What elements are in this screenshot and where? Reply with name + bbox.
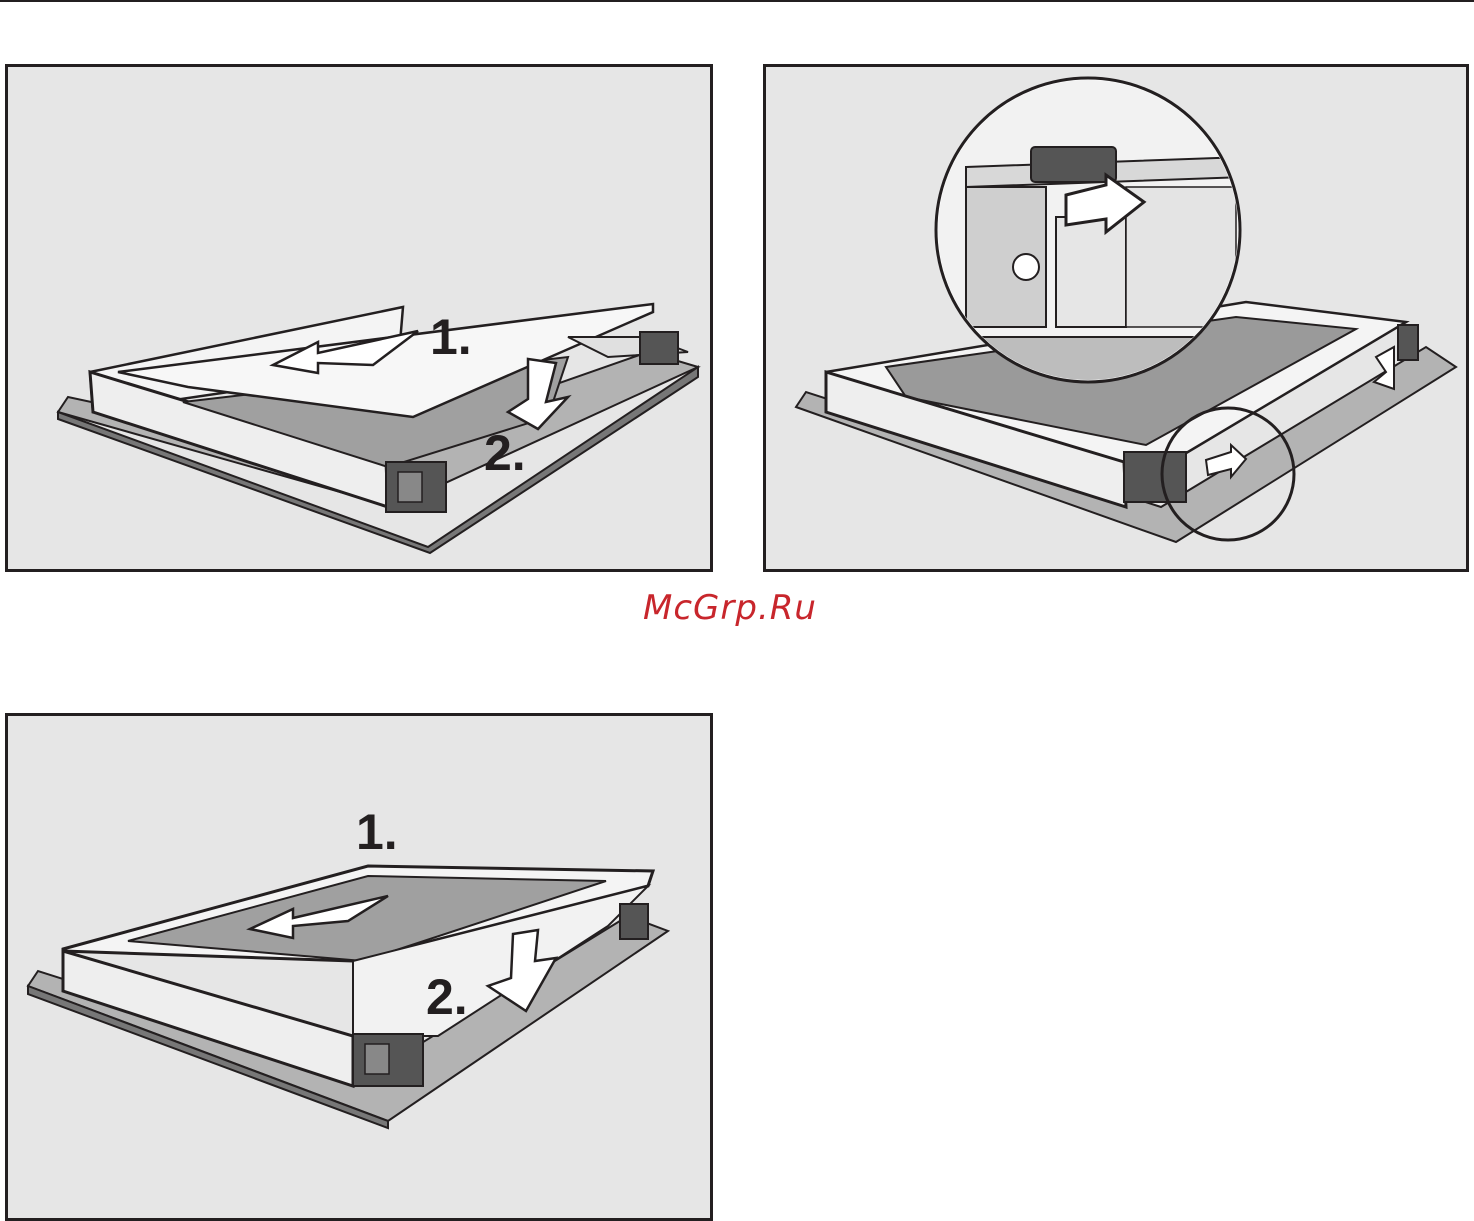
- illustration-panel-1: 1. 2.: [5, 64, 713, 572]
- screw-icon: [1013, 254, 1039, 280]
- clip-tab: [1031, 147, 1116, 182]
- rear-hinge: [620, 904, 648, 939]
- step-1-label: 1.: [356, 804, 398, 860]
- illustration-panel-3: 1. 2.: [5, 713, 713, 1221]
- watermark: McGrp.Ru: [643, 588, 817, 628]
- step-1-label: 1.: [430, 309, 472, 365]
- rear-clip-arrow-icon: [1374, 347, 1394, 389]
- front-hinge: [1124, 452, 1186, 502]
- top-rule: [0, 0, 1474, 2]
- rear-hinge: [1398, 325, 1418, 360]
- step-2-label: 2.: [484, 425, 526, 481]
- hinge-bracket: [365, 1044, 389, 1074]
- rear-hinge: [640, 332, 678, 364]
- step-2-label: 2.: [426, 969, 468, 1025]
- door-clip-detail-drawing: [766, 67, 1466, 569]
- illustration-panel-2: [763, 64, 1469, 572]
- door-glass-removal-drawing-2: 1. 2.: [8, 716, 710, 1218]
- hinge-bracket: [398, 472, 422, 502]
- door-glass-removal-drawing-1: 1. 2.: [8, 67, 710, 569]
